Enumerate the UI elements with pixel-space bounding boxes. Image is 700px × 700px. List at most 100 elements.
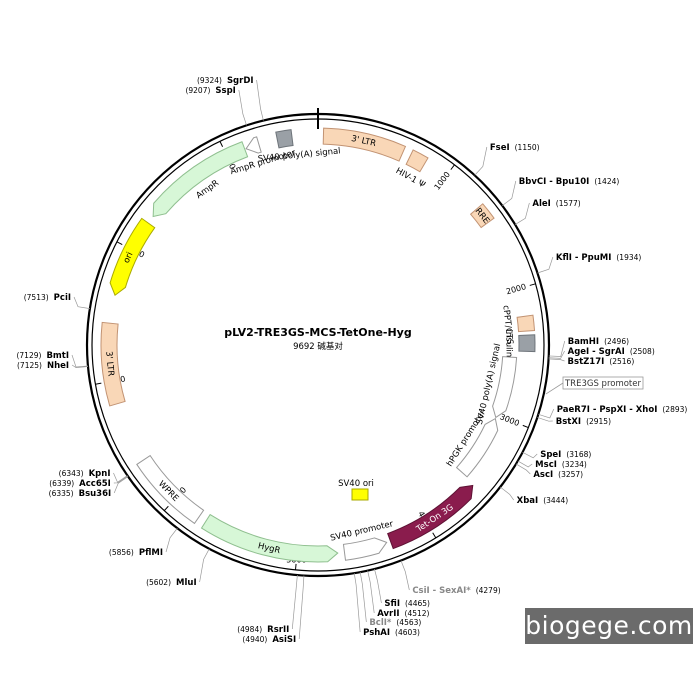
site-name: SspI	[215, 86, 235, 96]
site-position: (2915)	[586, 417, 611, 426]
feature-sv40-poly-a-signal[interactable]	[492, 356, 518, 419]
feature-tet-on-3g[interactable]	[387, 484, 474, 550]
feature-ampr-promoter[interactable]	[245, 136, 262, 154]
tick-mark	[163, 505, 169, 511]
site-name: AleI	[532, 199, 550, 209]
site-name: MluI	[176, 578, 197, 588]
site-name: BstXI	[556, 417, 581, 427]
tick-mark	[294, 563, 297, 570]
site-csii-sexai[interactable]: CsiI - SexAI* (4279)	[412, 586, 500, 596]
site-leader-line	[199, 548, 210, 583]
site-leader-line	[298, 575, 305, 640]
site-leader-line	[400, 560, 410, 591]
site-name: PshAI	[363, 628, 390, 638]
site-pcii[interactable]: PciI(7513)	[24, 293, 71, 303]
site-sfii[interactable]: SfiI(4465)	[384, 599, 430, 609]
site-rsrii[interactable]: RsrII(4984)	[237, 625, 289, 635]
site-asisi[interactable]: AsiSI(4940)	[242, 635, 296, 645]
site-mlui[interactable]: MluI (5602)	[146, 578, 197, 588]
feature-3-ltr[interactable]	[100, 321, 126, 407]
site-xbai[interactable]: XbaI(3444)	[517, 496, 569, 506]
tick-label: 1000	[433, 170, 452, 192]
site-alei[interactable]: AleI(1577)	[532, 199, 580, 209]
tick-mark	[529, 283, 536, 286]
feature-hiv-1[interactable]	[405, 149, 429, 173]
site-position: (2496)	[604, 337, 629, 346]
site-leader-line	[113, 475, 128, 484]
site-position: (3234)	[562, 460, 587, 469]
site-position: (9324)	[197, 76, 222, 85]
site-leader-line	[71, 354, 88, 368]
site-fsei[interactable]: FseI(1150)	[490, 143, 540, 153]
feature-sv40-poly-a-signal[interactable]	[275, 129, 294, 149]
site-nhei[interactable]: NheI(7125)	[17, 361, 69, 371]
site-sspi[interactable]: SspI(9207)	[185, 86, 235, 96]
site-position: (5602)	[146, 578, 171, 587]
site-position: (4603)	[395, 628, 420, 637]
site-kfli-ppumi[interactable]: KflI - PpuMI(1934)	[556, 253, 641, 263]
site-leader-line	[514, 202, 530, 225]
feature-wpre[interactable]	[136, 454, 205, 525]
site-position: (6343)	[59, 469, 84, 478]
site-asci[interactable]: AscI(3257)	[533, 470, 583, 480]
site-position: (3257)	[558, 470, 583, 479]
site-paer7i-pspxi-xhoi[interactable]: PaeR7I - PspXI - XhoI(2893)	[557, 405, 688, 415]
site-bmti[interactable]: BmtI(7129)	[16, 351, 69, 361]
site-name: Acc65I	[79, 479, 111, 489]
site-name: AgeI - SgrAI	[568, 347, 625, 357]
feature-ampr[interactable]	[152, 141, 249, 218]
site-kpni[interactable]: KpnI (6343)	[59, 469, 111, 479]
site-name: RsrII	[267, 625, 289, 635]
site-leader-line	[537, 417, 553, 422]
site-acc65i[interactable]: Acc65I(6339)	[49, 479, 111, 489]
site-name: CsiI - SexAI*	[412, 586, 471, 596]
site-msci[interactable]: MscI (3234)	[535, 460, 587, 470]
feature-label: SV40 poly(A) signal	[257, 146, 341, 164]
site-leader-line	[73, 296, 90, 309]
site-bamhi[interactable]: BamHI(2496)	[568, 337, 629, 347]
site-agei-sgrai[interactable]: AgeI - SgrAI(2508)	[568, 347, 655, 357]
feature-insulin[interactable]	[518, 334, 536, 353]
site-leader-line	[71, 364, 89, 369]
site-name: NheI	[47, 361, 69, 371]
site-position: (7129)	[16, 351, 41, 360]
site-name: FseI	[490, 143, 510, 153]
tick-label: 3000	[498, 412, 520, 428]
site-avrii[interactable]: AvrII(4512)	[377, 609, 429, 619]
site-bstz17i[interactable]: BstZ17I(2516)	[568, 357, 635, 367]
site-name: KpnI	[89, 469, 111, 479]
site-position: (4279)	[476, 586, 501, 595]
site-name: MscI	[535, 460, 557, 470]
site-bbvci-bpu10i[interactable]: BbvCI - Bpu10I(1424)	[519, 177, 620, 187]
site-spei[interactable]: SpeI(3168)	[540, 450, 591, 460]
site-bsu36i[interactable]: Bsu36I(6335)	[49, 489, 112, 499]
feature-label: insulin	[503, 330, 513, 358]
feature-ori[interactable]	[109, 217, 156, 297]
site-pshai[interactable]: PshAI (4603)	[363, 628, 420, 638]
site-bstxi[interactable]: BstXI (2915)	[556, 417, 611, 427]
site-pflmi[interactable]: PflMI(5856)	[109, 548, 163, 558]
site-leader-line	[548, 358, 565, 362]
feature-sv40-promoter[interactable]	[342, 537, 388, 561]
backbone-layer	[85, 108, 551, 578]
tick-mark	[432, 532, 437, 539]
site-position: (4512)	[405, 609, 430, 618]
site-position: (1424)	[594, 177, 619, 186]
site-position: (4563)	[396, 618, 421, 627]
feature-hpgk-promoter[interactable]	[455, 417, 499, 478]
feature-label: HIV-1 Ψ	[394, 166, 427, 190]
feature-sv40-ori[interactable]	[351, 488, 369, 501]
site-leader-line	[522, 451, 538, 459]
site-name: KflI - PpuMI	[556, 253, 611, 263]
feature-cppt-cts[interactable]	[516, 314, 536, 333]
feature-rre[interactable]	[469, 203, 495, 229]
feature-3-ltr[interactable]	[322, 127, 407, 162]
site-position: (7513)	[24, 293, 49, 302]
site-bcli[interactable]: BclI*(4563)	[369, 618, 421, 628]
site-name: XbaI	[517, 496, 539, 506]
site-sgrdi[interactable]: SgrDI(9324)	[197, 76, 254, 86]
tick-mark	[95, 382, 102, 385]
site-name: PaeR7I - PspXI - XhoI	[557, 405, 658, 415]
watermark: biogege.com	[525, 608, 693, 644]
feature-hygr[interactable]	[200, 513, 339, 563]
